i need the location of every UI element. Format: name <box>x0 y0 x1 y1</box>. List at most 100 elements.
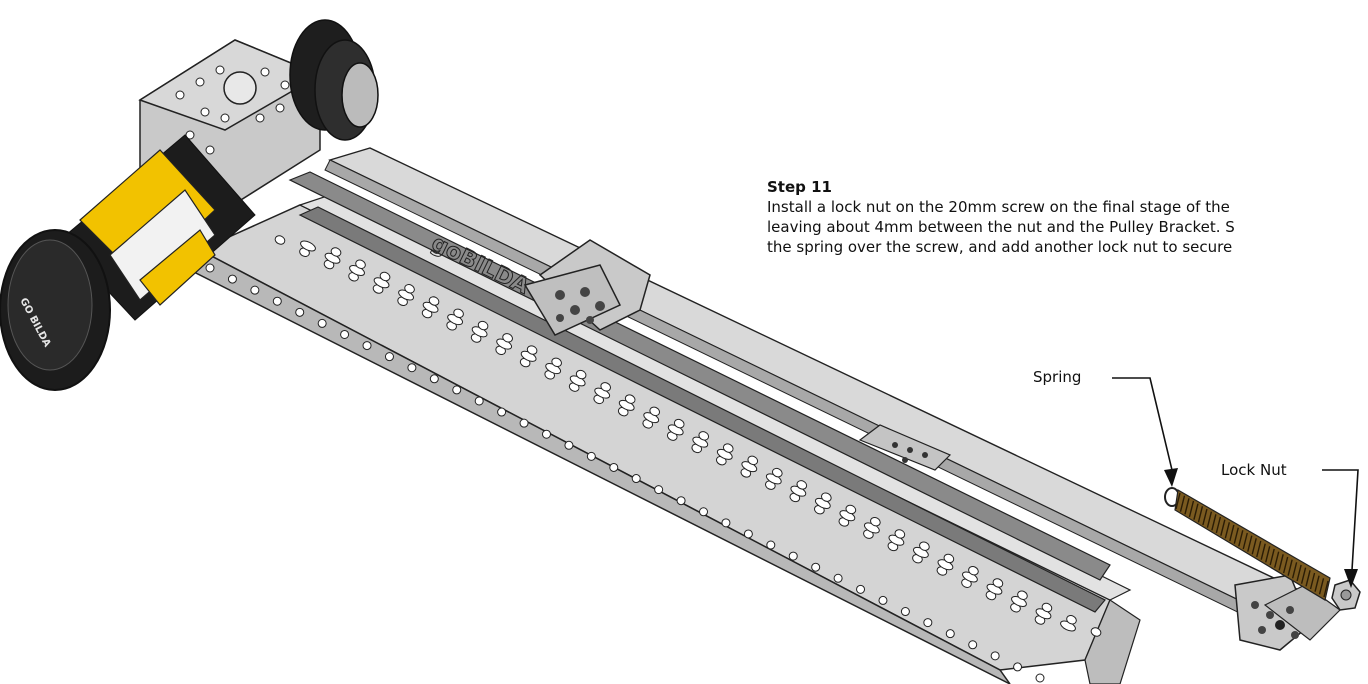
spring-coil <box>1256 540 1262 558</box>
lock-nut-leader <box>1322 469 1359 571</box>
rail-top-slot <box>1066 615 1077 625</box>
gearbox-hole <box>195 77 205 87</box>
spring-coil <box>1238 530 1244 547</box>
rail-side-hole <box>654 485 664 495</box>
rail-top-slot <box>600 382 612 392</box>
spring-coil <box>1260 543 1266 560</box>
rail-top-slot <box>274 235 286 245</box>
lock-nut-callout-label: Lock Nut <box>1221 461 1287 479</box>
rail-side-hole <box>250 285 260 295</box>
spring-coil <box>1206 511 1213 528</box>
spring-leader <box>1112 377 1173 471</box>
spring-coil <box>1247 535 1253 552</box>
rail-top-slot <box>404 284 415 294</box>
spring-coil <box>1269 548 1275 566</box>
rail-side-hole <box>676 496 686 506</box>
rail-top-slot <box>968 565 979 576</box>
rail-side-hole <box>968 640 978 650</box>
lock-nut <box>1331 579 1361 611</box>
mid-pulley-bracket <box>523 239 651 336</box>
linear-rods <box>288 171 1111 613</box>
spring-coil <box>1314 575 1320 592</box>
spring-coil <box>1300 567 1307 584</box>
spring-coil <box>1278 554 1284 571</box>
spring-coil <box>1175 492 1181 510</box>
rail-hole-pattern <box>205 235 1102 683</box>
rail-top-slot <box>943 553 955 564</box>
gearbox-hole <box>200 107 210 117</box>
rail-top-slot <box>919 541 930 551</box>
spring-coil <box>1305 570 1311 587</box>
rail-side-hole <box>295 307 305 317</box>
instruction-line-2: leaving about 4mm between the nut and th… <box>767 218 1235 236</box>
rail-top-slot <box>845 504 857 515</box>
rail-top-slot <box>1017 590 1028 600</box>
rail-side-hole <box>833 573 843 583</box>
spring-coil <box>1202 508 1208 526</box>
spring-coil <box>1287 559 1293 576</box>
rail-top-slot <box>477 320 489 331</box>
instruction-line-3: the spring over the screw, and add anoth… <box>767 238 1233 256</box>
rail-side-hole <box>407 363 417 373</box>
rail-side-hole <box>474 396 484 406</box>
rail-side-hole <box>541 429 551 439</box>
spring-coil <box>1188 500 1195 518</box>
spring-coil <box>1309 572 1316 590</box>
rail-top-slot <box>502 333 513 343</box>
callout-leaders <box>1112 377 1359 588</box>
rail-side-hole <box>362 341 372 351</box>
rail-side-hole <box>788 551 798 561</box>
rail-side-hole <box>272 296 282 306</box>
rail-top-slot <box>649 406 661 417</box>
spring-arrowhead <box>1164 468 1178 487</box>
u-channel-rail <box>188 194 1141 684</box>
step-title: Step 11 <box>767 178 832 196</box>
rail-top-slot <box>796 480 808 490</box>
gearbox-hole <box>255 113 265 123</box>
gearbox-hole <box>260 67 270 77</box>
spring-coil <box>1224 522 1231 539</box>
spring-coil <box>1197 506 1204 523</box>
rail-side-hole <box>900 607 910 617</box>
rail-side-hole <box>990 651 1000 661</box>
gearbox-hole <box>280 80 290 90</box>
rail-side-hole <box>811 562 821 572</box>
end-pulley-bracket <box>1234 574 1341 651</box>
rail-top-slot <box>355 259 366 269</box>
rail-side-hole <box>923 618 933 628</box>
rail-top-slot <box>575 369 587 380</box>
spring-coil <box>1296 564 1302 582</box>
rail-top-slot <box>894 529 906 539</box>
rail-side-hole <box>856 584 866 594</box>
rail-top-slot <box>300 240 316 252</box>
rail-side-hole <box>945 629 955 639</box>
rail-top-slot <box>453 308 464 319</box>
gearbox-hole <box>185 130 195 140</box>
rail-side-hole <box>721 518 731 528</box>
instruction-line-1: Install a lock nut on the 20mm screw on … <box>767 198 1230 216</box>
spring-coil <box>1265 546 1271 563</box>
rail-side-hole <box>743 529 753 539</box>
rail-side-hole <box>205 263 215 273</box>
rail-top-slot <box>698 431 710 441</box>
motor-assembly: GO BILDA <box>0 19 379 391</box>
rail-side-hole <box>878 595 888 605</box>
rail-top-slot <box>747 455 759 466</box>
spring-coil <box>1242 532 1248 550</box>
rail-side-hole <box>699 507 709 517</box>
rail-top-slot <box>526 345 538 355</box>
rail-side-hole <box>609 462 619 472</box>
rail-top-slot <box>820 492 832 502</box>
rail-top-slot <box>379 271 391 282</box>
spring-coil <box>1184 498 1190 515</box>
spring-coil <box>1273 551 1280 568</box>
rail-side-hole <box>497 407 507 417</box>
rail-top-slot <box>428 296 440 306</box>
lock-nut-arrowhead <box>1344 569 1358 588</box>
rail-side-hole <box>384 352 394 362</box>
spring-coil <box>1251 538 1257 555</box>
spring-coil <box>1220 519 1226 536</box>
rail-side-hole <box>452 385 462 395</box>
small-plate <box>858 424 952 471</box>
rail-top-slot <box>1090 627 1102 637</box>
